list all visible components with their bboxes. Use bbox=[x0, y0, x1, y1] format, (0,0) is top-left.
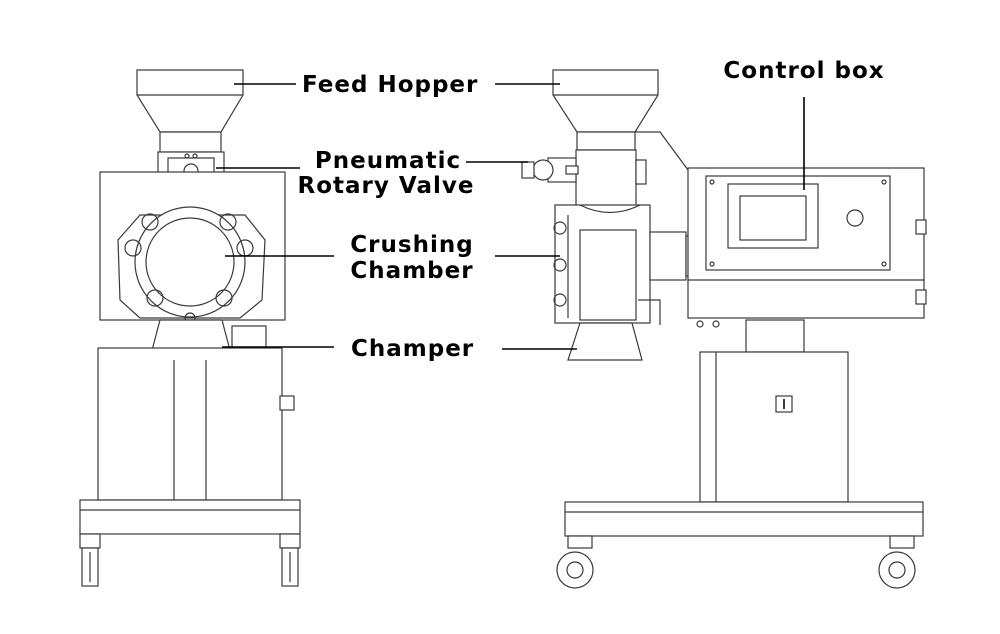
side-bracket bbox=[635, 131, 689, 171]
front-frame bbox=[79, 499, 301, 535]
side-view-machine bbox=[521, 69, 927, 589]
front-feed-hopper bbox=[136, 69, 244, 153]
side-caster-left bbox=[556, 535, 594, 589]
front-stand-neck bbox=[231, 325, 267, 349]
label-crushing: Crushing bbox=[350, 232, 473, 258]
side-valve-flange bbox=[635, 159, 647, 185]
control-knob-icon bbox=[846, 209, 864, 227]
front-caster-right bbox=[279, 533, 301, 587]
side-discharge-chute bbox=[567, 322, 643, 361]
control-box bbox=[687, 167, 927, 328]
front-crushing-chamber bbox=[117, 206, 266, 324]
side-caster-right bbox=[878, 535, 916, 589]
front-base-cabinet bbox=[97, 347, 295, 501]
side-feed-hopper bbox=[552, 69, 659, 151]
side-link-pipe bbox=[638, 299, 661, 325]
front-view-machine bbox=[79, 69, 301, 587]
label-rotary-valve: Rotary Valve bbox=[298, 173, 475, 199]
label-champer: Champer bbox=[351, 336, 474, 362]
label-chamber: Chamber bbox=[350, 258, 473, 284]
front-caster-left bbox=[79, 533, 101, 587]
side-stand-neck bbox=[745, 319, 805, 353]
side-pneumatic-actuator bbox=[521, 157, 579, 183]
label-feed-hopper: Feed Hopper bbox=[302, 72, 478, 98]
label-pneumatic: Pneumatic bbox=[315, 148, 461, 174]
leader-lines bbox=[216, 83, 805, 350]
side-crushing-chamber bbox=[553, 204, 693, 324]
side-valve-column bbox=[575, 149, 637, 213]
callout-labels: Feed Hopper Pneumatic Rotary Valve Crush… bbox=[298, 58, 884, 362]
label-control-box: Control box bbox=[723, 58, 884, 84]
side-pedestal bbox=[699, 351, 849, 503]
side-frame bbox=[564, 501, 924, 537]
hmi-screen bbox=[739, 195, 807, 241]
